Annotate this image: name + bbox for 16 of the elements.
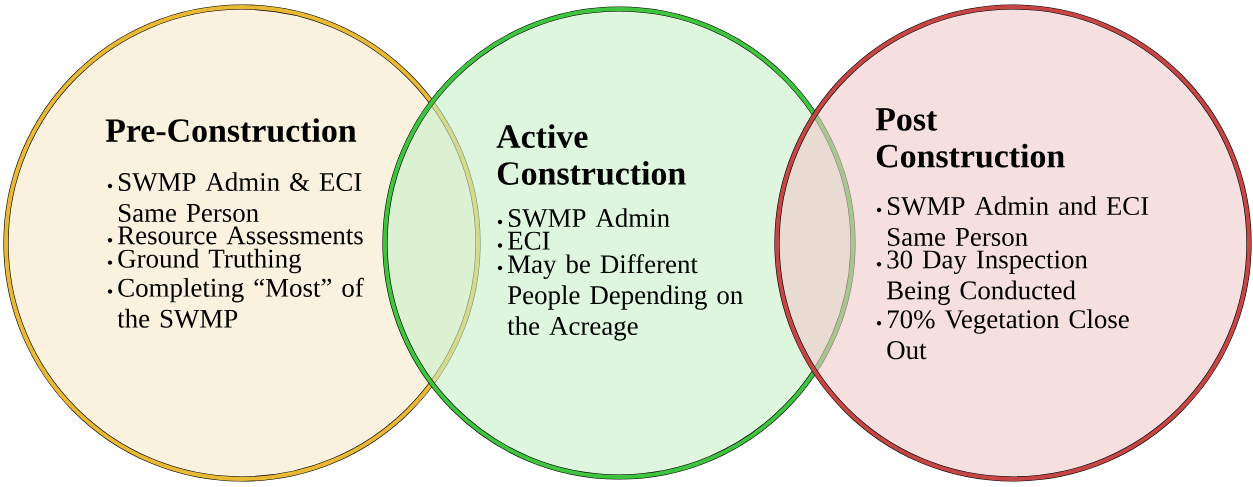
circle bbox=[3, 4, 481, 482]
bullet-text: SWMP Admin & ECI Same Person bbox=[119, 172, 362, 222]
bullet-text: May be Different People Depending on the Acreage bbox=[507, 254, 743, 341]
bullet-text: SWMP Admin and ECI Same Person bbox=[888, 196, 1149, 246]
bullet-text: Ground Truthing bbox=[118, 248, 302, 274]
bullet-text: 30 Day Inspection Being Conducted bbox=[887, 250, 1088, 305]
heading: Active Construction bbox=[496, 124, 686, 185]
bullet-text: ECI bbox=[508, 231, 550, 250]
bullet-text: SWMP Admin bbox=[509, 208, 670, 228]
heading: Pre-Construction bbox=[105, 118, 357, 143]
bullet-text: Resource Assessments bbox=[118, 226, 363, 245]
circle bbox=[382, 6, 856, 480]
heading: Post Construction bbox=[875, 108, 1065, 168]
bullet-text: Completing “Most” of the SWMP bbox=[117, 277, 364, 328]
bullet-text: 70% Vegetation Close Out bbox=[887, 309, 1129, 360]
circle bbox=[774, 4, 1252, 482]
